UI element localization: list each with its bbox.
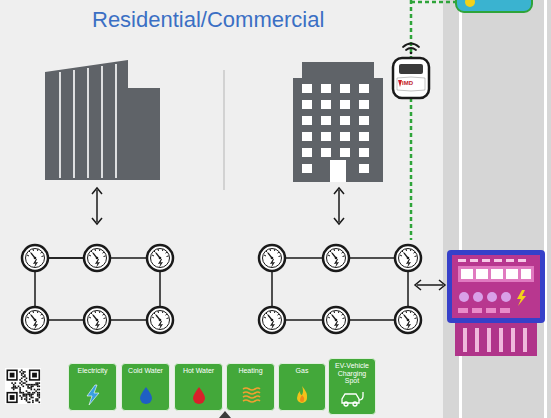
electricity-icon xyxy=(80,384,106,406)
title: Residential/Commercial xyxy=(92,7,324,33)
road xyxy=(443,0,551,418)
meter-symbol xyxy=(22,245,421,333)
network-line xyxy=(410,0,413,240)
pointer xyxy=(219,411,231,418)
office-building xyxy=(45,60,160,180)
utility-tile: Hot Water xyxy=(174,363,223,411)
double-arrow xyxy=(92,188,102,224)
gateway-dot xyxy=(465,0,475,7)
utility-tile: Heating xyxy=(226,363,275,411)
smart-meter-device xyxy=(393,58,429,98)
cold-water-icon xyxy=(133,384,159,406)
wifi-icon xyxy=(403,44,419,55)
utility-tile: Gas xyxy=(278,363,326,411)
tile-label: Hot Water xyxy=(175,364,222,375)
concentrator xyxy=(447,250,545,356)
gas-icon xyxy=(289,384,315,406)
tile-label: Cold Water xyxy=(122,364,169,375)
brand-label: IMD xyxy=(402,80,413,86)
double-arrow xyxy=(334,188,344,224)
road-line xyxy=(544,0,547,418)
utility-tile: Cold Water xyxy=(121,363,170,411)
tile-label: Gas xyxy=(279,364,325,375)
heating-icon xyxy=(238,384,264,406)
utility-tile: Electricity xyxy=(68,363,117,411)
utility-tile: EV-Vehicle Charging Spot xyxy=(328,358,376,415)
network-line xyxy=(411,1,456,4)
divider xyxy=(223,70,225,190)
gateway-box xyxy=(456,0,532,12)
ev-car-icon xyxy=(339,388,365,410)
double-arrow xyxy=(415,280,445,290)
tile-label: Heating xyxy=(227,364,274,375)
hot-water-icon xyxy=(186,384,212,406)
tile-label: EV-Vehicle Charging Spot xyxy=(329,359,375,385)
apartment-building xyxy=(293,62,383,182)
qr-code xyxy=(5,368,41,404)
tile-label: Electricity xyxy=(69,364,116,375)
